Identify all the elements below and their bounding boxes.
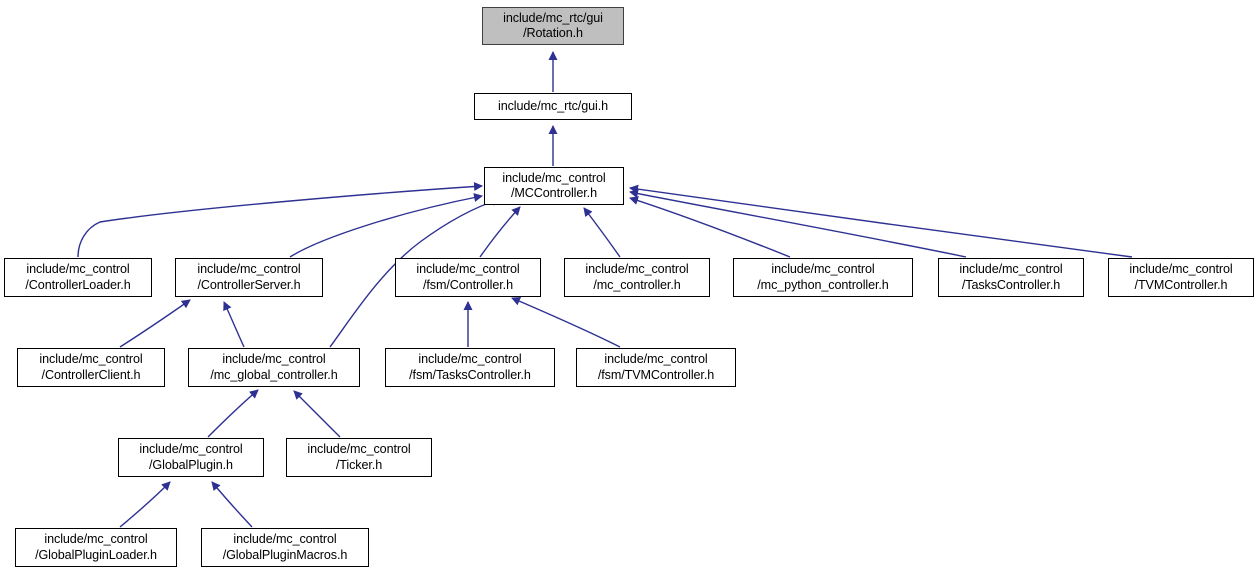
graph-node-label-line2: /mc_python_controller.h	[757, 277, 889, 292]
graph-node-controllerloader[interactable]: include/mc_control/ControllerLoader.h	[4, 258, 152, 297]
graph-node-fsmtaskscontroller[interactable]: include/mc_control/fsm/TasksController.h	[385, 348, 555, 387]
graph-node-label-line1: include/mc_control	[418, 352, 522, 366]
graph-node-mc_controller[interactable]: include/mc_control/mc_controller.h	[564, 258, 710, 297]
graph-edge-fsmcontroller-to-mccontroller	[479, 206, 521, 258]
graph-node-label-line1: include/mc_control	[197, 262, 301, 276]
graph-edge-mc_python_controller-to-mccontroller	[629, 196, 791, 258]
graph-node-mc_python_controller[interactable]: include/mc_control/mc_python_controller.…	[733, 258, 913, 297]
graph-edge-controllerloader-to-mccontroller	[77, 182, 483, 258]
graph-node-taskscontroller[interactable]: include/mc_control/TasksController.h	[938, 258, 1084, 297]
graph-node-label-line1: include/mc_control	[585, 262, 689, 276]
graph-edge-mc_controller-to-mccontroller	[583, 207, 621, 258]
graph-edge-globalpluginmacros-to-globalplugin	[211, 481, 253, 528]
graph-edge-taskscontroller-to-mccontroller	[629, 189, 967, 258]
graph-node-fsmcontroller[interactable]: include/mc_control/fsm/Controller.h	[395, 258, 541, 297]
graph-node-label-line2: /Ticker.h	[335, 457, 383, 472]
graph-edge-fsmtvmcontroller-to-fsmcontroller	[511, 297, 621, 348]
graph-node-label-line1: include/mc_control	[959, 262, 1063, 276]
graph-edge-tvmcontroller-to-mccontroller	[629, 184, 1133, 258]
graph-node-globalpluginloader[interactable]: include/mc_control/GlobalPluginLoader.h	[15, 528, 177, 567]
graph-node-label-line1: include/mc_control	[416, 262, 520, 276]
graph-edge-globalpluginloader-to-globalplugin	[119, 481, 171, 528]
graph-node-label-line1: include/mc_control	[44, 532, 148, 546]
graph-node-label-line2: /fsm/Controller.h	[423, 277, 513, 292]
graph-node-label-line1: include/mc_control	[139, 442, 243, 456]
graph-node-label-line2: /GlobalPlugin.h	[149, 457, 233, 472]
graph-node-label-line2: /mc_global_controller.h	[210, 367, 338, 382]
graph-node-label-line2: /GlobalPluginLoader.h	[35, 547, 157, 562]
graph-node-label-line2: /ControllerClient.h	[41, 367, 141, 382]
graph-node-fsmtvmcontroller[interactable]: include/mc_control/fsm/TVMController.h	[576, 348, 736, 387]
graph-node-ticker[interactable]: include/mc_control/Ticker.h	[286, 438, 432, 477]
graph-node-label-line2: /GlobalPluginMacros.h	[222, 547, 348, 562]
graph-node-label-line2: /Rotation.h	[523, 26, 583, 40]
graph-node-label-line2: /fsm/TasksController.h	[409, 367, 531, 382]
graph-node-label-line2: /ControllerServer.h	[197, 277, 301, 292]
graph-node-label-line1: include/mc_control	[222, 352, 326, 366]
graph-node-mc_global_controller[interactable]: include/mc_control/mc_global_controller.…	[188, 348, 360, 387]
graph-node-label-line1: include/mc_control	[307, 442, 411, 456]
graph-node-label-line1: include/mc_rtc/gui.h	[498, 98, 608, 113]
graph-node-mccontroller[interactable]: include/mc_control/MCController.h	[484, 167, 624, 205]
graph-node-label-line1: include/mc_control	[604, 352, 708, 366]
graph-node-controllerserver[interactable]: include/mc_control/ControllerServer.h	[175, 258, 323, 297]
graph-node-globalpluginmacros[interactable]: include/mc_control/GlobalPluginMacros.h	[201, 528, 369, 567]
graph-node-label-line1: include/mc_control	[39, 352, 143, 366]
graph-node-label-line2: /MCController.h	[511, 186, 597, 200]
graph-node-label-line1: include/mc_control	[502, 170, 606, 185]
graph-edge-mc_global_controller-to-controllerserver	[223, 301, 245, 348]
graph-edge-ticker-to-mc_global_controller	[293, 390, 341, 438]
graph-edge-controllerserver-to-mccontroller	[289, 193, 483, 258]
graph-node-label-line1: include/mc_control	[26, 262, 130, 276]
graph-node-label-line2: /ControllerLoader.h	[25, 277, 131, 292]
graph-edge-globalplugin-to-mc_global_controller	[207, 389, 259, 438]
graph-node-controllerclient[interactable]: include/mc_control/ControllerClient.h	[17, 348, 165, 387]
graph-node-label-line2: /TasksController.h	[961, 277, 1061, 292]
graph-node-rotation[interactable]: include/mc_rtc/gui/Rotation.h	[482, 7, 624, 45]
graph-node-tvmcontroller[interactable]: include/mc_control/TVMController.h	[1108, 258, 1254, 297]
graph-node-label-line1: include/mc_control	[1129, 262, 1233, 276]
graph-node-globalplugin[interactable]: include/mc_control/GlobalPlugin.h	[118, 438, 264, 477]
graph-node-label-line2: /mc_controller.h	[593, 277, 681, 292]
graph-edge-controllerclient-to-controllerserver	[119, 299, 191, 348]
graph-node-label-line2: /fsm/TVMController.h	[597, 367, 715, 382]
graph-node-label-line1: include/mc_control	[771, 262, 875, 276]
graph-node-label-line2: /TVMController.h	[1134, 277, 1228, 292]
graph-node-gui[interactable]: include/mc_rtc/gui.h	[474, 93, 632, 120]
graph-node-label-line1: include/mc_rtc/gui	[503, 10, 603, 25]
graph-node-label-line1: include/mc_control	[233, 532, 337, 546]
